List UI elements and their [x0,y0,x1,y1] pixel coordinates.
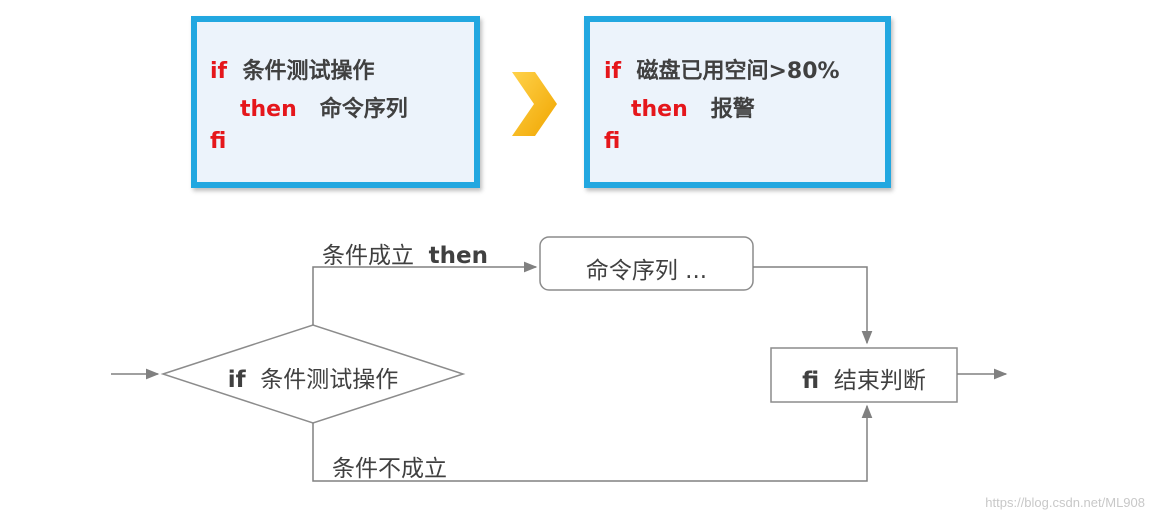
example-line-fi: fi [604,129,620,154]
fi-keyword: fi [604,129,621,154]
true-branch-connector [312,261,538,325]
syntax-line-fi: fi [210,129,226,154]
command-to-end-connector [753,266,873,345]
chevron-right-icon [512,72,557,136]
condition-text: 磁盘已用空间>80% [636,59,840,84]
decision-label: if 条件测试操作 [163,360,463,394]
true-branch-label: 条件成立 then [322,236,488,270]
syntax-line-then: then 命令序列 [240,91,408,123]
commands-text: 命令序列 [319,97,408,122]
command-node [539,236,754,291]
true-branch-condition: 条件成立 [322,243,414,269]
end-text: 结束判断 [833,368,926,394]
if-keyword: if [210,59,228,84]
watermark: https://blog.csdn.net/ML908 [985,495,1145,510]
then-keyword: then [631,97,688,122]
end-node-label: fi 结束判断 [771,361,957,395]
false-branch-label: 条件不成立 [332,449,447,483]
condition-text: 条件测试操作 [242,59,375,84]
example-line-then: then 报警 [631,91,755,123]
true-branch-then: then [428,243,488,269]
syntax-box [191,16,480,188]
decision-if: if [227,367,246,393]
end-fi: fi [802,368,820,394]
example-line-if: if 磁盘已用空间>80% [604,53,840,85]
decision-diamond [160,324,466,424]
syntax-line-if: if 条件测试操作 [210,53,374,85]
command-node-label: 命令序列 ... [540,251,753,285]
example-box [584,16,891,188]
false-branch-text: 条件不成立 [332,456,447,482]
false-branch-connector [312,404,873,482]
fi-keyword: fi [210,129,227,154]
if-keyword: if [604,59,622,84]
action-text: 报警 [710,97,755,122]
then-keyword: then [240,97,297,122]
command-node-text: 命令序列 ... [585,258,708,284]
end-node [770,347,958,403]
decision-text: 条件测试操作 [260,367,399,393]
